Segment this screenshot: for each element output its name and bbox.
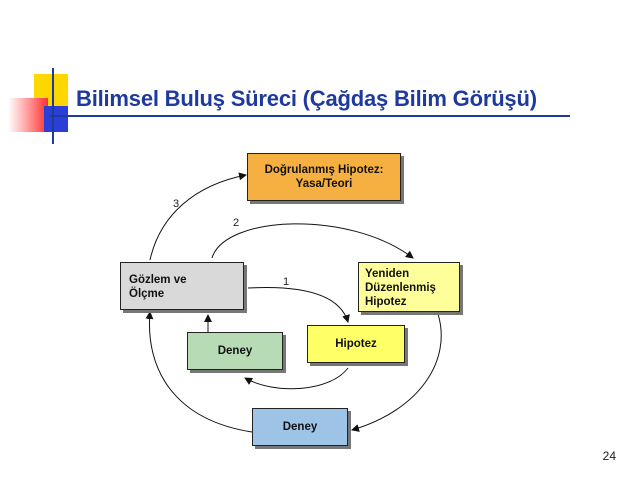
arrow-1 — [247, 287, 350, 323]
decor-vertical-line — [52, 68, 54, 144]
page-title: Bilimsel Buluş Süreci (Çağdaş Bilim Görü… — [76, 86, 537, 111]
revised-line2: Düzenlenmiş — [365, 282, 436, 294]
title-underline — [50, 115, 570, 117]
slide-number: 24 — [602, 449, 616, 463]
arrow-3 — [149, 172, 247, 261]
experiment-outer-label: Deney — [282, 421, 318, 433]
verified-line2: Yasa/Teori — [295, 178, 353, 190]
experiment-outer-box: Deney — [252, 408, 348, 446]
observation-box: Gözlem ve Ölçme — [120, 262, 244, 310]
verified-hypothesis-box: Doğrulanmış Hipotez: Yasa/Teori — [247, 153, 401, 201]
observation-line2: Ölçme — [129, 288, 165, 300]
revised-line1: Yeniden — [365, 268, 410, 280]
experiment-inner-box: Deney — [187, 332, 283, 370]
arrow-hypothesis-to-experiment — [244, 367, 349, 390]
revised-hypothesis-box: Yeniden Düzenlenmiş Hipotez — [358, 262, 460, 312]
arrow-2 — [211, 223, 414, 259]
arrow-revised-to-experiment — [351, 313, 442, 432]
experiment-inner-label: Deney — [217, 345, 253, 357]
path-label-1: 1 — [283, 276, 289, 288]
decor-red-square — [8, 98, 48, 132]
observation-line1: Gözlem ve — [129, 274, 187, 286]
revised-line3: Hipotez — [365, 296, 407, 308]
path-label-3: 3 — [173, 198, 179, 210]
verified-line1: Doğrulanmış Hipotez: — [264, 164, 384, 176]
decor-blue-square — [44, 106, 68, 132]
path-label-2: 2 — [233, 217, 239, 229]
hypothesis-label: Hipotez — [335, 338, 377, 350]
arrow-experiment-to-observation — [145, 311, 253, 433]
hypothesis-box: Hipotez — [307, 325, 405, 363]
